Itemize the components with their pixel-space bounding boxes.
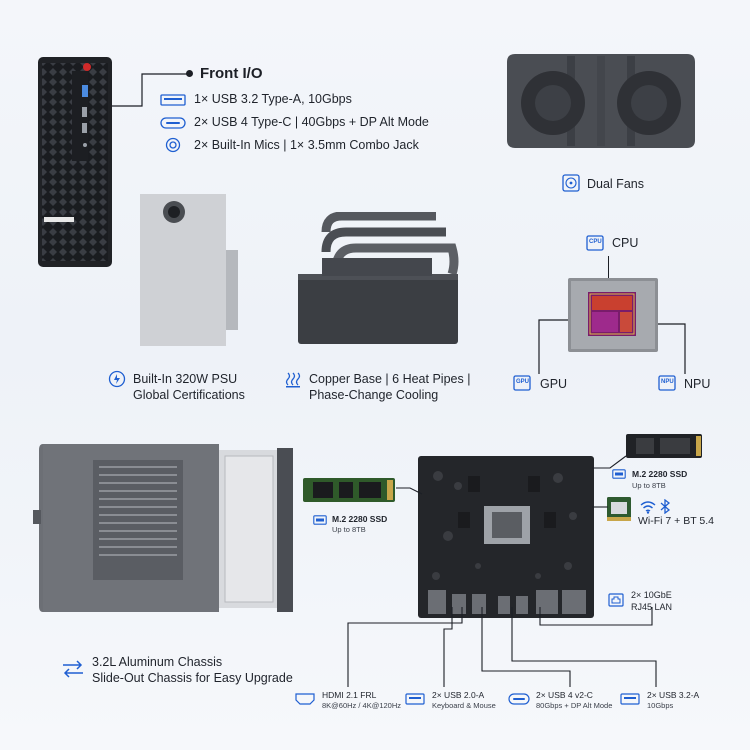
hdmi-icon	[295, 693, 315, 705]
cpu-label: CPU	[612, 236, 639, 250]
mini-pc-front-image	[38, 57, 112, 267]
fan-icon	[562, 174, 580, 192]
wifi-connector	[592, 506, 608, 508]
usb2-title: 2× USB 2.0-A	[432, 690, 485, 700]
usb4-icon	[508, 693, 530, 705]
bluetooth-icon	[659, 499, 671, 514]
psu-line2: Global Certifications	[133, 388, 245, 402]
usb2-icon	[405, 693, 425, 705]
ssd-left-icon	[313, 515, 327, 525]
ssd-right-image	[626, 432, 702, 460]
power-icon	[108, 370, 126, 388]
psu-image	[130, 190, 240, 348]
ssd-left-image	[303, 476, 395, 504]
heat-icon	[284, 370, 302, 388]
cooling-line2: Phase-Change Cooling	[309, 388, 439, 402]
wifi-icon	[640, 500, 656, 514]
ssd-right-connector	[592, 455, 627, 469]
front-io-callout-line	[112, 73, 188, 107]
front-io-title: Front I/O	[200, 65, 263, 82]
usb32-sub: 10Gbps	[647, 701, 674, 710]
front-io-item-usb-c: 2× USB 4 Type-C | 40Gbps + DP Alt Mode	[194, 115, 429, 129]
wifi-card-image	[606, 496, 632, 522]
ssd-left-title: M.2 2280 SSD	[332, 514, 388, 524]
front-io-item-mics: 2× Built-In Mics | 1× 3.5mm Combo Jack	[194, 138, 419, 152]
lan-icon	[608, 593, 624, 607]
ssd-right-icon	[612, 469, 626, 479]
cpu-icon: CPU	[585, 234, 605, 252]
heatsink-image	[296, 212, 462, 346]
lan-line1: 2× 10GbE	[631, 590, 672, 600]
hdmi-sub: 8K@60Hz / 4K@120Hz	[322, 701, 402, 710]
ssd-right-title: M.2 2280 SSD	[632, 469, 688, 479]
ssd-left-connector	[396, 487, 423, 495]
chassis-line2: Slide-Out Chassis for Easy Upgrade	[92, 671, 293, 685]
motherboard-image	[418, 456, 594, 618]
npu-icon-text: NPU	[661, 379, 674, 385]
rear-port-callout-lines	[347, 607, 657, 687]
ssd-right-sub: Up to 8TB	[632, 481, 666, 490]
front-io-item-usb-a: 1× USB 3.2 Type-A, 10Gbps	[194, 92, 352, 106]
usb4-title: 2× USB 4 v2-C	[536, 690, 593, 700]
gpu-icon: GPU	[512, 374, 532, 392]
usb-a-icon	[160, 94, 186, 106]
chassis-image	[33, 440, 295, 615]
chassis-line1: 3.2L Aluminum Chassis	[92, 655, 223, 669]
mic-icon	[165, 137, 181, 153]
chip-connector-lines	[538, 319, 686, 374]
ssd-left-sub: Up to 8TB	[332, 525, 366, 534]
front-io-dot	[186, 70, 193, 77]
soc-chip-image	[568, 278, 658, 352]
usb32-icon	[620, 693, 640, 705]
cpu-icon-text: CPU	[589, 239, 602, 245]
usb-c-icon	[160, 117, 186, 129]
wifi-label: Wi-Fi 7 + BT 5.4	[638, 515, 714, 527]
cpu-connector	[608, 256, 610, 278]
slide-arrows-icon	[60, 659, 86, 679]
usb32-title: 2× USB 3.2-A	[647, 690, 700, 700]
npu-icon: NPU	[657, 374, 677, 392]
gpu-icon-text: GPU	[516, 379, 530, 385]
hdmi-title: HDMI 2.1 FRL	[322, 690, 377, 700]
dual-fans-label: Dual Fans	[587, 177, 644, 191]
dual-fans-image	[505, 48, 697, 153]
usb2-sub: Keyboard & Mouse	[432, 701, 496, 710]
psu-line1: Built-In 320W PSU	[133, 372, 238, 386]
cooling-line1: Copper Base | 6 Heat Pipes |	[309, 372, 471, 386]
usb4-sub: 80Gbps + DP Alt Mode	[536, 701, 613, 710]
npu-label: NPU	[684, 377, 711, 391]
gpu-label: GPU	[540, 377, 568, 391]
